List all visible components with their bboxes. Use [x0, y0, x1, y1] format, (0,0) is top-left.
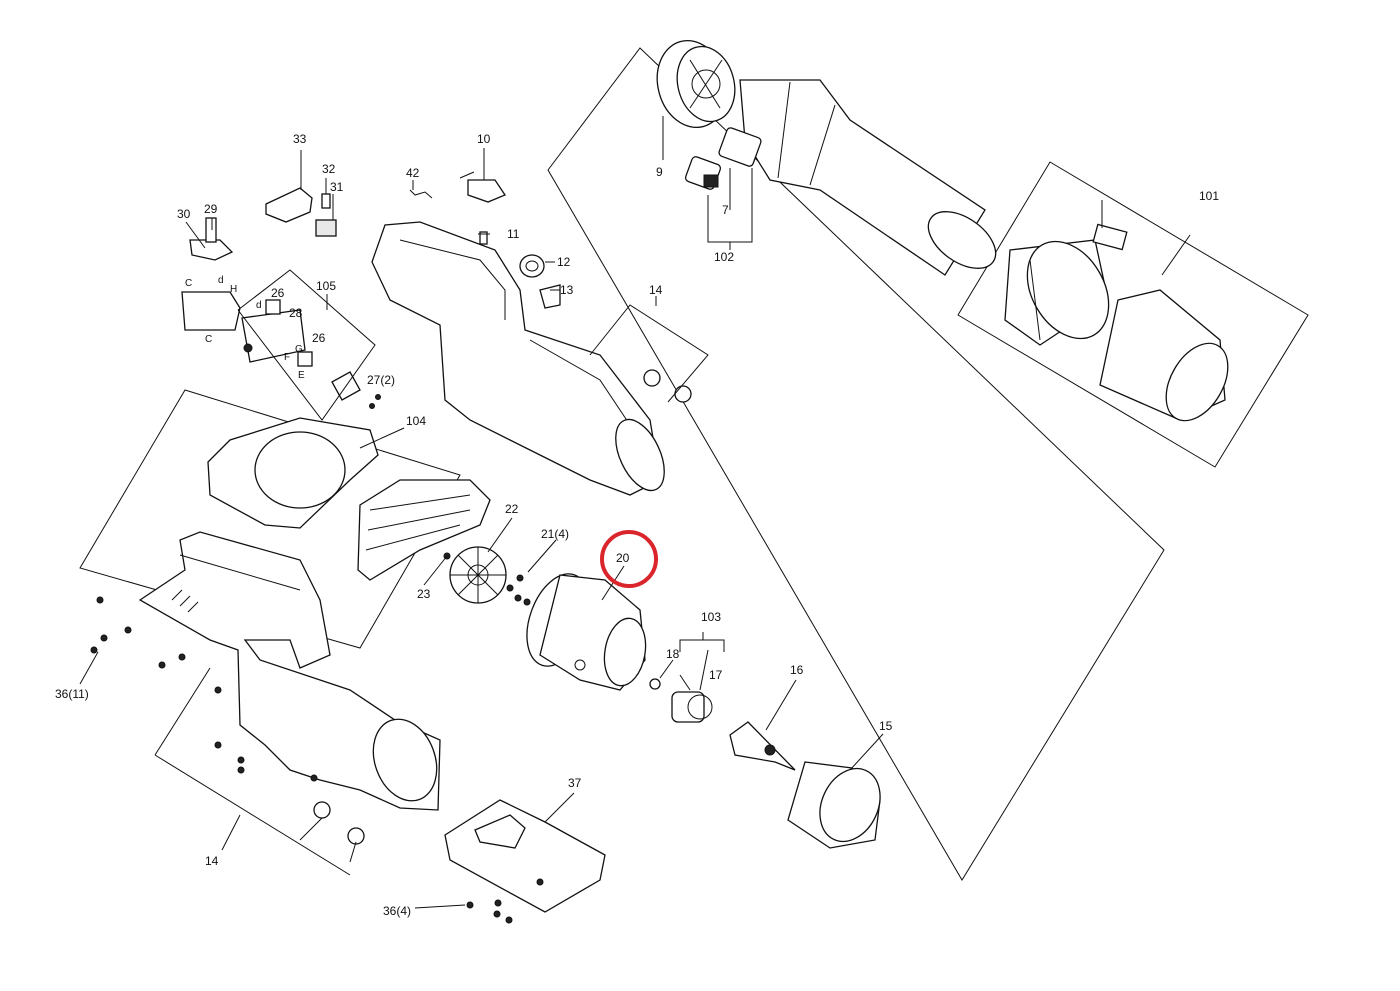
label-11: 11	[507, 227, 520, 241]
spring-32	[321, 193, 331, 209]
label-10: 10	[477, 132, 491, 146]
label-32: 32	[322, 162, 336, 176]
clip-13	[539, 284, 561, 309]
label-14-bottom: 14	[205, 854, 219, 868]
label-15: 15	[879, 719, 893, 733]
label-31: 31	[330, 180, 344, 194]
label-42: 42	[406, 166, 420, 180]
svg-text:F: F	[284, 352, 290, 363]
grommets-14-bottom	[313, 801, 365, 845]
switch-10	[459, 171, 506, 245]
svg-text:C: C	[205, 334, 212, 345]
latch-parts-102	[684, 127, 762, 190]
label-17: 17	[709, 668, 723, 682]
svg-text:d: d	[218, 275, 224, 286]
wire-42	[409, 189, 433, 199]
label-16: 16	[790, 663, 804, 677]
label-105: 105	[316, 279, 336, 293]
label-23: 23	[417, 587, 431, 601]
svg-text:d: d	[256, 300, 262, 311]
label-7: 7	[722, 203, 729, 217]
nut-12	[519, 254, 545, 278]
label-36-11: 36(11)	[55, 687, 89, 701]
label-18: 18	[666, 647, 680, 661]
fan-cover-9	[656, 39, 736, 129]
frame-lower-housing-14	[154, 667, 211, 756]
label-20: 20	[616, 551, 630, 565]
label-12: 12	[557, 255, 571, 269]
trigger-33	[265, 187, 313, 223]
label-26-b: 26	[312, 331, 326, 345]
label-9: 9	[656, 165, 663, 179]
label-28: 28	[289, 306, 303, 320]
label-104: 104	[406, 414, 426, 428]
nose-cone-16	[729, 721, 796, 771]
label-33: 33	[293, 132, 307, 146]
label-26-a: 26	[271, 286, 285, 300]
label-13: 13	[560, 283, 574, 297]
housing-104	[207, 417, 491, 581]
leader-lines	[79, 116, 1191, 909]
attachment-101	[1004, 200, 1229, 422]
lower-housing-14	[138, 531, 441, 811]
frame-lower-housing-14-b	[154, 754, 351, 876]
label-22: 22	[505, 502, 519, 516]
label-102: 102	[714, 250, 734, 264]
label-101: 101	[1199, 189, 1219, 203]
wiring-tags: C d H C d G F E	[185, 275, 305, 381]
screws-21	[506, 574, 531, 606]
motor-housing-20	[526, 573, 647, 691]
label-37: 37	[568, 776, 582, 790]
label-21: 21(4)	[541, 527, 569, 541]
svg-text:C: C	[185, 278, 192, 289]
sleeve-15	[787, 761, 881, 849]
label-30: 30	[177, 207, 191, 221]
svg-text:G: G	[295, 344, 303, 355]
svg-text:H: H	[230, 284, 237, 295]
highlight-circle-part-20	[600, 530, 658, 588]
frame-nozzle-group	[547, 47, 1165, 881]
bracket-26	[265, 299, 313, 367]
switch-105	[181, 291, 306, 363]
svg-text:E: E	[298, 370, 305, 381]
blower-tube	[739, 79, 997, 276]
frame-attachment-101	[957, 161, 1309, 468]
screws-36-4	[466, 899, 513, 924]
battery-holder-37	[444, 799, 606, 913]
label-36-4: 36(4)	[383, 904, 411, 918]
screws-36-11	[90, 596, 318, 782]
block-31	[315, 219, 337, 237]
label-14-top: 14	[649, 283, 663, 297]
lever-29-30	[189, 217, 234, 261]
label-103: 103	[701, 610, 721, 624]
motor-103	[649, 674, 713, 723]
upper-housing	[371, 221, 665, 496]
label-29: 29	[204, 202, 218, 216]
label-27: 27(2)	[367, 373, 395, 387]
fan-22	[443, 546, 507, 604]
